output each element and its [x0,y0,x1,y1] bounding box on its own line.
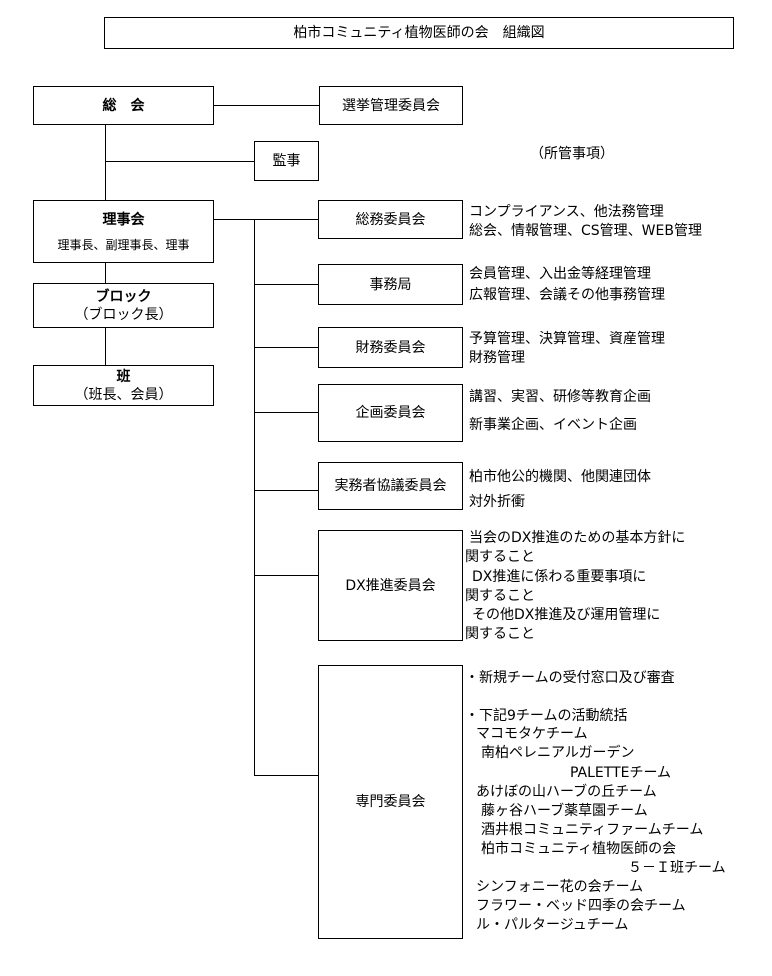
node-board: 理事会 理事長、副理事長、理事 [33,200,214,263]
node-auditor: 監事 [254,141,319,181]
connector-assembly-election [214,105,319,106]
connector-finance [254,347,318,348]
node-general-assembly-label: 総 会 [102,97,145,114]
node-block: ブロック （ブロック長） [33,283,214,328]
node-finance-committee-label: 財務委員会 [355,339,426,356]
duty-secretariat-1: 会員管理、入出金等経理管理 [469,266,651,282]
jurisdiction-label: （所管事項） [530,146,614,162]
node-block-sub: （ブロック長） [74,306,173,323]
node-secretariat: 事務局 [318,264,463,305]
node-planning-committee: 企画委員会 [318,384,463,442]
connector-practitioners [254,490,318,491]
duty-dx-5: その他DX推進及び運用管理に [472,607,661,623]
node-finance-committee: 財務委員会 [318,327,463,368]
connector-secretariat [254,284,318,285]
node-general-assembly: 総 会 [33,86,214,125]
duty-practitioners-1: 柏市他公的機関、他関連団体 [469,469,651,485]
node-practitioners-committee-label: 実務者協議委員会 [334,478,447,494]
duty-dx-4: 関すること [465,588,535,604]
duty-dx-1: 当会のDX推進のための基本方針に [469,530,686,546]
duty-general-affairs-1: コンプライアンス、他法務管理 [469,204,664,220]
node-board-label: 理事会 [102,211,145,228]
connector-auditor [105,161,254,162]
chart-title-box: 柏市コミュニティ植物医師の会 組織図 [104,17,734,49]
connector-committee-trunk [254,219,255,775]
node-planning-committee-label: 企画委員会 [355,405,426,421]
connector-block-group [105,328,106,365]
team-item: PALETTEチーム [570,765,672,781]
node-board-members: 理事長、副理事長、理事 [57,237,190,252]
duty-practitioners-2: 対外折衝 [469,494,525,510]
node-dx-committee-label: DX推進委員会 [345,577,436,594]
node-group-label: 班 [116,368,131,385]
node-practitioners-committee: 実務者協議委員会 [318,462,463,510]
node-specialist-committee-label: 専門委員会 [355,794,426,810]
team-item: 酒井根コミュニティファームチーム [481,822,704,838]
node-block-label: ブロック [95,288,152,305]
team-item: ５－Ｉ班チーム [628,860,726,876]
duty-general-affairs-2: 総会、情報管理、CS管理、WEB管理 [469,223,702,239]
connector-specialist [254,775,318,776]
chart-title: 柏市コミュニティ植物医師の会 組織図 [293,25,545,41]
node-group: 班 （班長、会員） [33,365,214,406]
node-general-affairs-committee-label: 総務委員会 [355,211,426,228]
team-item: フラワー・ベッド四季の会チーム [476,898,686,914]
team-item: 南柏ペレニアルガーデン [481,745,635,761]
duty-specialist-1: ・新規チームの受付窓口及び審査 [465,670,675,686]
team-item: マコモタケチーム [476,726,588,742]
node-election-committee: 選挙管理委員会 [319,86,463,125]
team-item: あけぼの山ハーブの丘チーム [476,784,657,800]
duty-dx-3: DX推進に係わる重要事項に [472,569,647,585]
node-election-committee-label: 選挙管理委員会 [342,97,440,114]
team-item: ル・パルタージュチーム [476,917,629,933]
node-dx-committee: DX推進委員会 [318,530,463,641]
node-auditor-label: 監事 [272,153,301,169]
team-item: シンフォニー花の会チーム [476,879,644,895]
connector-planning [254,412,318,413]
team-item: 柏市コミュニティ植物医師の会 [481,841,677,857]
duty-dx-6: 関すること [465,626,535,642]
duty-secretariat-2: 広報管理、会議その他事務管理 [469,287,665,303]
node-group-sub: （班長、会員） [74,386,173,403]
connector-board-out [214,219,318,220]
node-secretariat-label: 事務局 [369,276,412,293]
connector-board-block [105,263,106,283]
connector-dx [254,575,318,576]
duty-specialist-2: ・下記9チームの活動統括 [465,708,628,724]
node-general-affairs-committee: 総務委員会 [318,200,463,239]
connector-assembly-board [105,125,106,200]
team-item: 藤ヶ谷ハーブ薬草園チーム [481,803,648,819]
duty-finance-2: 財務管理 [469,350,525,366]
duty-dx-2: 関すること [465,549,535,565]
duty-finance-1: 予算管理、決算管理、資産管理 [469,331,665,347]
node-specialist-committee: 専門委員会 [318,665,463,939]
duty-planning-2: 新事業企画、イベント企画 [469,417,637,433]
duty-planning-1: 講習、実習、研修等教育企画 [469,389,651,405]
